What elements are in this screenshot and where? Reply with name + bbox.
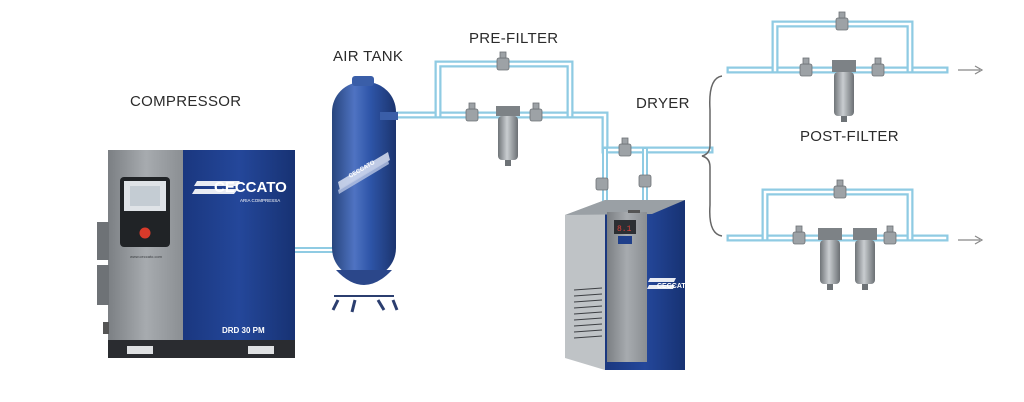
compressor-url: www.ceccato.com bbox=[130, 254, 163, 259]
compressor-brand: CECCATO bbox=[214, 179, 287, 196]
dryer-brand: CECCATO bbox=[657, 283, 692, 290]
dryer-unit bbox=[565, 200, 685, 370]
compressor-model: DRD 30 PM bbox=[222, 326, 265, 335]
pre-filter-unit bbox=[496, 106, 520, 166]
air-tank bbox=[331, 76, 399, 313]
dryer-display: 8.1 bbox=[617, 225, 632, 234]
branch-brace bbox=[701, 75, 723, 237]
post-filter-lower-unit-2 bbox=[853, 228, 877, 290]
outlet-arrow-upper bbox=[958, 65, 984, 75]
post-filter-upper-unit bbox=[832, 60, 856, 122]
post-filter-label: POST-FILTER bbox=[800, 128, 899, 145]
valves bbox=[465, 11, 897, 245]
pre-filter-label: PRE-FILTER bbox=[469, 30, 559, 47]
compressor-label: COMPRESSOR bbox=[130, 93, 242, 110]
post-filter-lower-unit-1 bbox=[818, 228, 842, 290]
compressor-brand-sub: ARIA COMPRESSA bbox=[240, 198, 280, 203]
air-tank-label: AIR TANK bbox=[333, 48, 404, 65]
outlet-arrow-lower bbox=[958, 235, 984, 245]
compressor-unit bbox=[97, 150, 295, 358]
dryer-label: DRYER bbox=[636, 95, 690, 112]
